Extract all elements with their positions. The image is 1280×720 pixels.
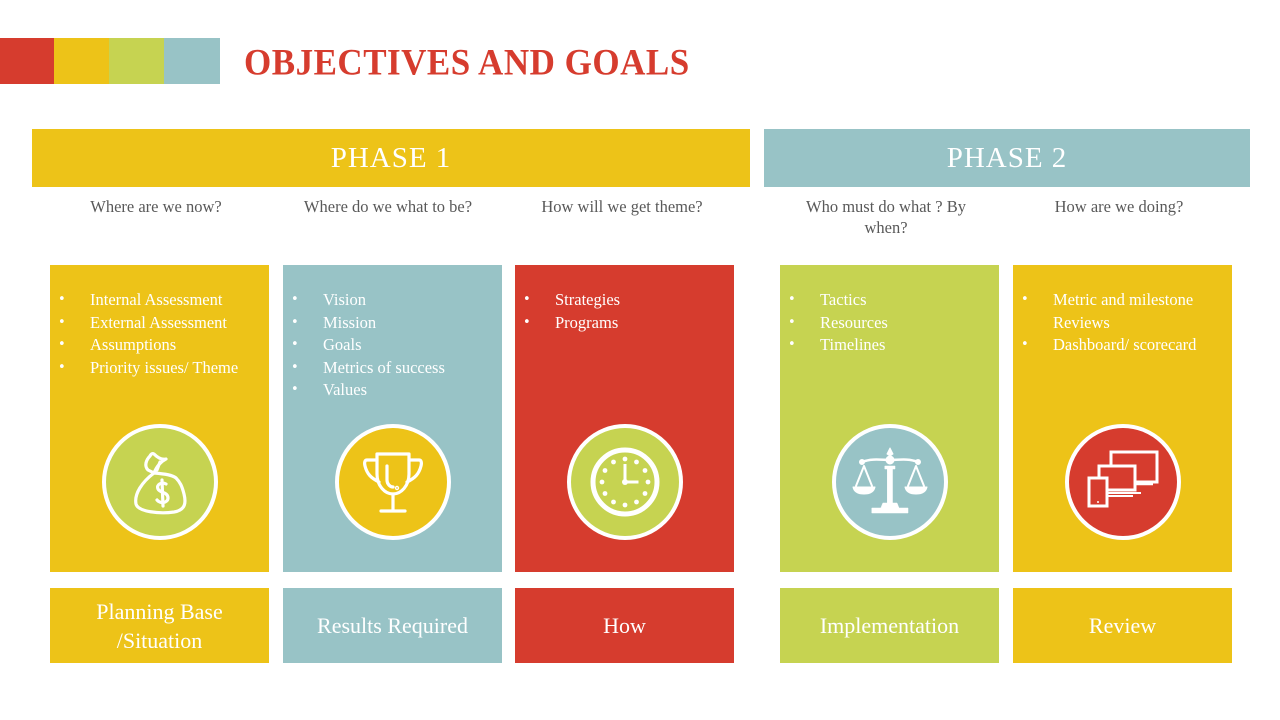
card-implementation: Tactics Resources Timelines xyxy=(780,265,999,572)
label-implementation: Implementation xyxy=(780,588,999,663)
card-results-required: Vision Mission Goals Metrics of success … xyxy=(283,265,502,572)
label-text: How xyxy=(603,613,646,638)
list-item: External Assessment xyxy=(58,312,265,335)
list-item: Programs xyxy=(523,312,730,335)
question-implementation: Who must do what ? By when? xyxy=(806,197,966,237)
label-text: Results Required xyxy=(317,613,468,638)
devices-icon xyxy=(1064,424,1181,540)
clock-icon xyxy=(566,424,683,540)
list-item: Resources xyxy=(788,312,995,335)
question-results: Where do we what to be? xyxy=(303,197,473,216)
question-situation: Where are we now? xyxy=(90,197,222,216)
question-how: How will we get theme? xyxy=(541,197,703,216)
question-review: How are we doing? xyxy=(1054,197,1184,216)
label-planning-base: Planning Base /Situation xyxy=(50,588,269,663)
list-item: Vision xyxy=(291,289,498,312)
page-title: OBJECTIVES AND GOALS xyxy=(244,42,690,83)
card-review: Metric and milestone Reviews Dashboard/ … xyxy=(1013,265,1232,572)
card-how: Strategies Programs xyxy=(515,265,734,572)
bullet-list: Internal Assessment External Assessment … xyxy=(58,289,265,379)
label-review: Review xyxy=(1013,588,1232,663)
list-item: Values xyxy=(291,379,498,402)
phase-1-label: PHASE 1 xyxy=(330,141,452,174)
color-swatch-teal xyxy=(164,38,220,84)
label-text: Review xyxy=(1088,613,1157,638)
list-item: Goals xyxy=(291,334,498,357)
label-results-required: Results Required xyxy=(283,588,502,663)
list-item: Mission xyxy=(291,312,498,335)
list-item: Metric and milestone Reviews xyxy=(1021,289,1228,334)
label-how: How xyxy=(515,588,734,663)
bullet-list: Vision Mission Goals Metrics of success … xyxy=(291,289,498,402)
color-swatch-green xyxy=(109,38,164,84)
card-planning-base: Internal Assessment External Assessment … xyxy=(50,265,269,572)
color-swatch-red xyxy=(0,38,54,84)
list-item: Assumptions xyxy=(58,334,265,357)
list-item: Priority issues/ Theme xyxy=(58,357,265,380)
label-text: Implementation xyxy=(819,613,960,638)
list-item: Strategies xyxy=(523,289,730,312)
money-bag-icon xyxy=(101,424,218,540)
trophy-icon xyxy=(334,424,451,540)
bullet-list: Strategies Programs xyxy=(523,289,730,334)
list-item: Timelines xyxy=(788,334,995,357)
color-swatch-yellow xyxy=(54,38,109,84)
phase-2-bar: PHASE 2 xyxy=(764,129,1250,187)
list-item: Internal Assessment xyxy=(58,289,265,312)
list-item: Metrics of success xyxy=(291,357,498,380)
list-item: Tactics xyxy=(788,289,995,312)
phase-1-bar: PHASE 1 xyxy=(32,129,750,187)
label-text: Planning Base /Situation xyxy=(96,598,223,653)
phase-2-label: PHASE 2 xyxy=(946,141,1068,174)
list-item: Dashboard/ scorecard xyxy=(1021,334,1228,357)
bullet-list: Metric and milestone Reviews Dashboard/ … xyxy=(1021,289,1228,357)
bullet-list: Tactics Resources Timelines xyxy=(788,289,995,357)
scales-icon xyxy=(831,424,948,540)
